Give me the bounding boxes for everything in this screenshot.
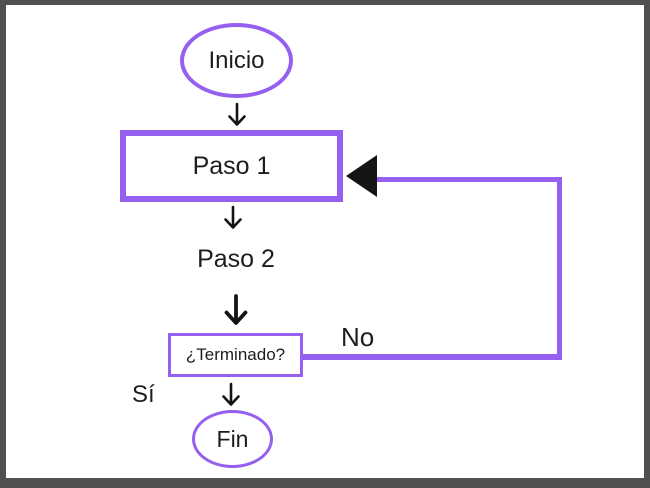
down-arrow-icon (219, 204, 247, 232)
connector-no-top (376, 177, 561, 182)
connector-no-bottom (303, 354, 562, 360)
connector-no-right (557, 177, 562, 359)
edge-label-no: No (341, 322, 375, 352)
left-triangle-arrowhead-icon (346, 155, 377, 197)
node-end-label: Fin (216, 425, 249, 452)
node-step1: Paso 1 (120, 130, 343, 202)
down-arrow-icon (223, 101, 251, 129)
node-start-label: Inicio (208, 46, 265, 74)
node-step2: Paso 2 (197, 245, 275, 273)
node-end: Fin (192, 410, 273, 468)
node-start: Inicio (180, 23, 293, 98)
down-arrow-icon (218, 293, 254, 329)
node-decision-label: ¿Terminado? (185, 345, 286, 364)
node-step1-label: Paso 1 (192, 151, 271, 180)
diagram-canvas (6, 5, 644, 478)
node-decision: ¿Terminado? (168, 333, 303, 377)
edge-label-yes: Sí (132, 381, 155, 408)
down-arrow-icon (217, 381, 245, 409)
